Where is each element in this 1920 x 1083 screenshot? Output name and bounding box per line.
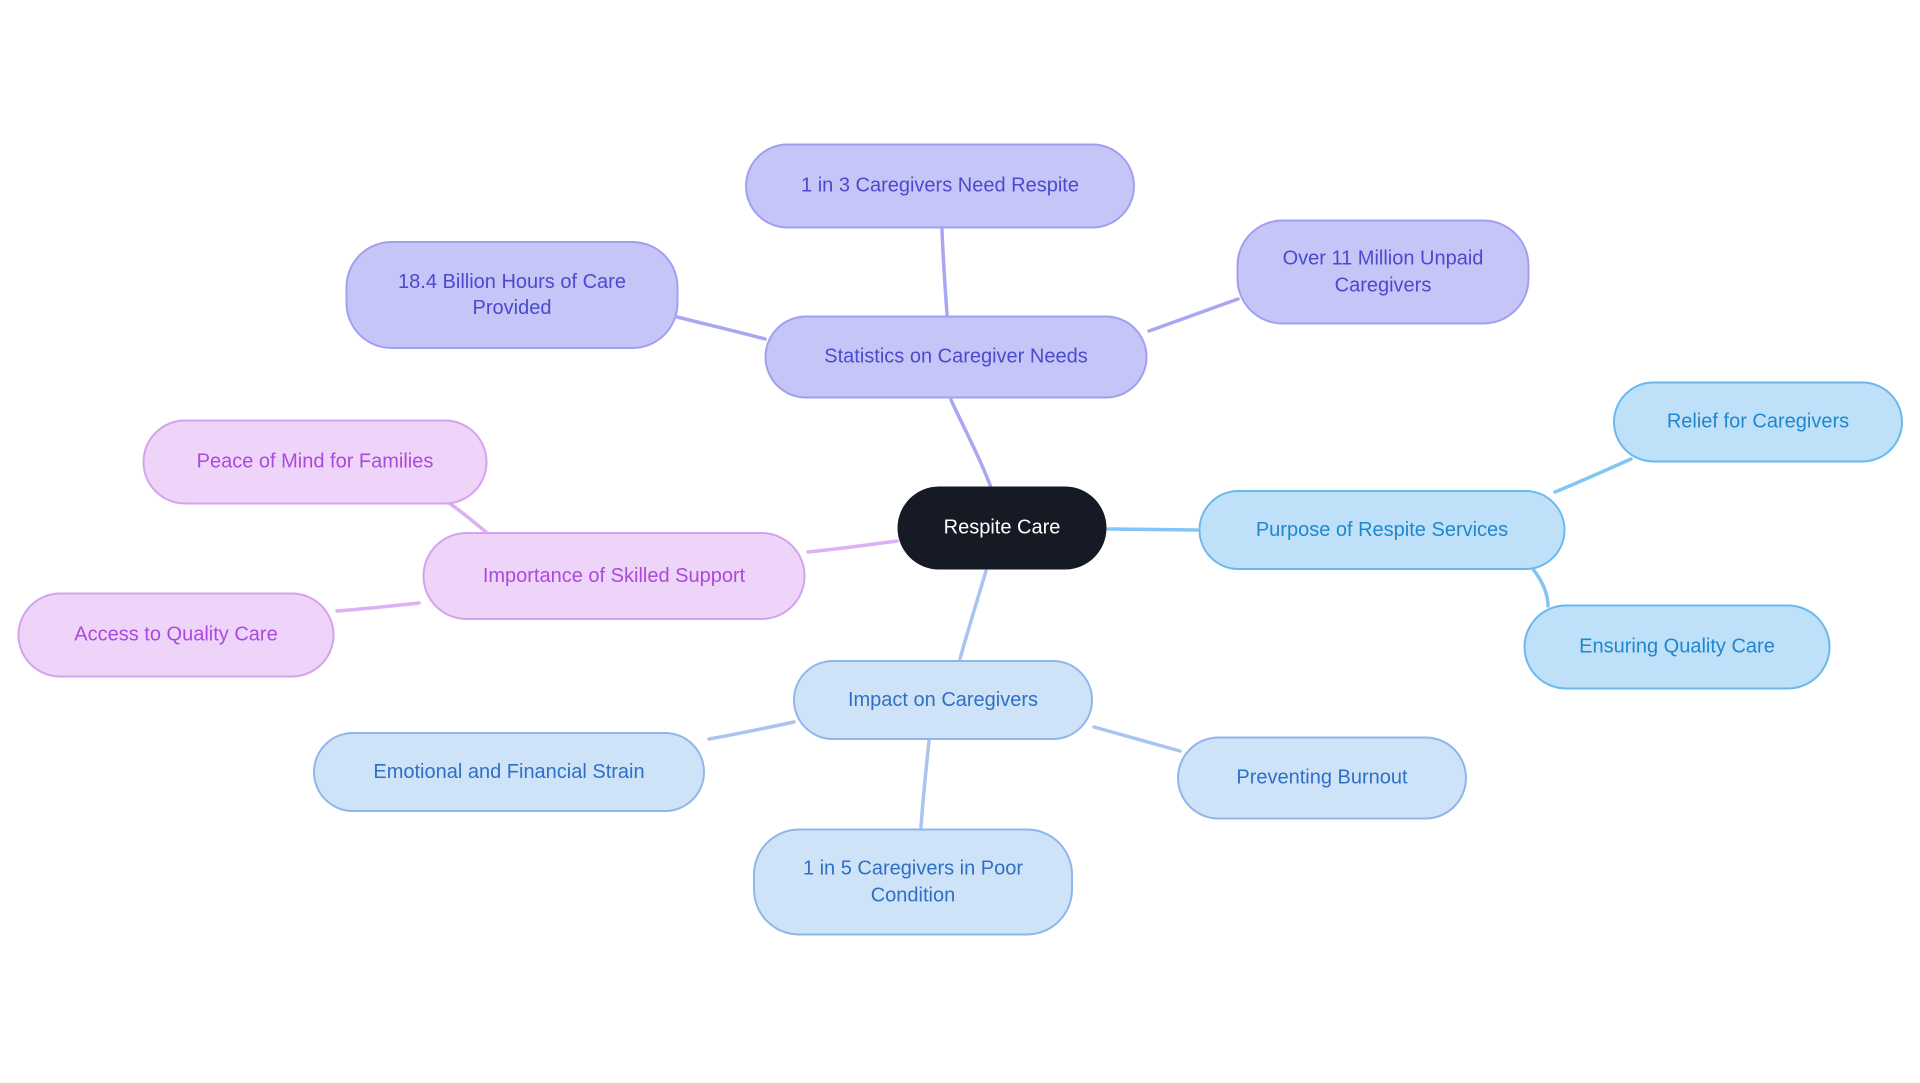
node-18-billion-hours-of-care[interactable]: 18.4 Billion Hours of Care Provided bbox=[345, 241, 679, 349]
node-label: 18.4 Billion Hours of Care Provided bbox=[398, 270, 626, 319]
node-root-respite-care[interactable]: Respite Care bbox=[897, 486, 1107, 570]
edge-impact-1in5 bbox=[919, 739, 931, 829]
edge-statistics-over11 bbox=[1147, 297, 1240, 333]
node-label: Respite Care bbox=[943, 516, 1061, 539]
node-label: Importance of Skilled Support bbox=[482, 564, 746, 587]
node-label: 1 in 5 Caregivers in Poor Condition bbox=[802, 857, 1024, 906]
node-label: Relief for Caregivers bbox=[1666, 410, 1850, 433]
edge-impact-preventing bbox=[1092, 725, 1182, 753]
node-preventing-burnout[interactable]: Preventing Burnout bbox=[1177, 736, 1467, 820]
node-label: Preventing Burnout bbox=[1236, 766, 1408, 789]
node-label: Emotional and Financial Strain bbox=[373, 760, 645, 783]
node-ensuring-quality-care[interactable]: Ensuring Quality Care bbox=[1523, 604, 1831, 690]
node-statistics-on-caregiver-needs[interactable]: Statistics on Caregiver Needs bbox=[764, 315, 1148, 399]
node-importance-of-skilled-support[interactable]: Importance of Skilled Support bbox=[422, 532, 806, 620]
node-label: Purpose of Respite Services bbox=[1255, 518, 1509, 541]
node-label: Access to Quality Care bbox=[74, 623, 278, 646]
node-over-11-million-unpaid-caregivers[interactable]: Over 11 Million Unpaid Caregivers bbox=[1236, 219, 1530, 325]
edge-impact-emotional bbox=[707, 720, 796, 741]
edge-importance-peace bbox=[447, 501, 488, 534]
node-label: Impact on Caregivers bbox=[847, 688, 1039, 711]
node-impact-on-caregivers[interactable]: Impact on Caregivers bbox=[793, 660, 1093, 740]
node-access-to-quality-care[interactable]: Access to Quality Care bbox=[17, 592, 335, 678]
edge-root-statistics bbox=[949, 398, 994, 492]
node-purpose-of-respite-services[interactable]: Purpose of Respite Services bbox=[1198, 490, 1566, 570]
edge-root-purpose bbox=[1106, 527, 1199, 532]
node-emotional-and-financial-strain[interactable]: Emotional and Financial Strain bbox=[313, 732, 705, 812]
node-label: Ensuring Quality Care bbox=[1579, 635, 1775, 658]
node-label: Over 11 Million Unpaid Caregivers bbox=[1282, 247, 1484, 296]
node-label: 1 in 3 Caregivers Need Respite bbox=[801, 174, 1079, 197]
edge-statistics-1in3 bbox=[940, 228, 949, 316]
node-1-in-3-caregivers-need-respite[interactable]: 1 in 3 Caregivers Need Respite bbox=[745, 143, 1135, 229]
node-label: Peace of Mind for Families bbox=[196, 450, 434, 473]
edge-purpose-ensuring bbox=[1531, 567, 1550, 608]
edge-statistics-hours bbox=[675, 315, 767, 341]
edge-importance-access bbox=[335, 601, 421, 613]
node-label: Statistics on Caregiver Needs bbox=[824, 345, 1088, 368]
edge-purpose-relief bbox=[1553, 457, 1633, 494]
node-1-in-5-caregivers-in-poor-condition[interactable]: 1 in 5 Caregivers in Poor Condition bbox=[753, 828, 1073, 936]
edge-root-impact bbox=[958, 569, 988, 661]
node-relief-for-caregivers[interactable]: Relief for Caregivers bbox=[1613, 381, 1903, 463]
node-peace-of-mind-for-families[interactable]: Peace of Mind for Families bbox=[142, 419, 488, 505]
edge-root-importance bbox=[806, 539, 899, 554]
